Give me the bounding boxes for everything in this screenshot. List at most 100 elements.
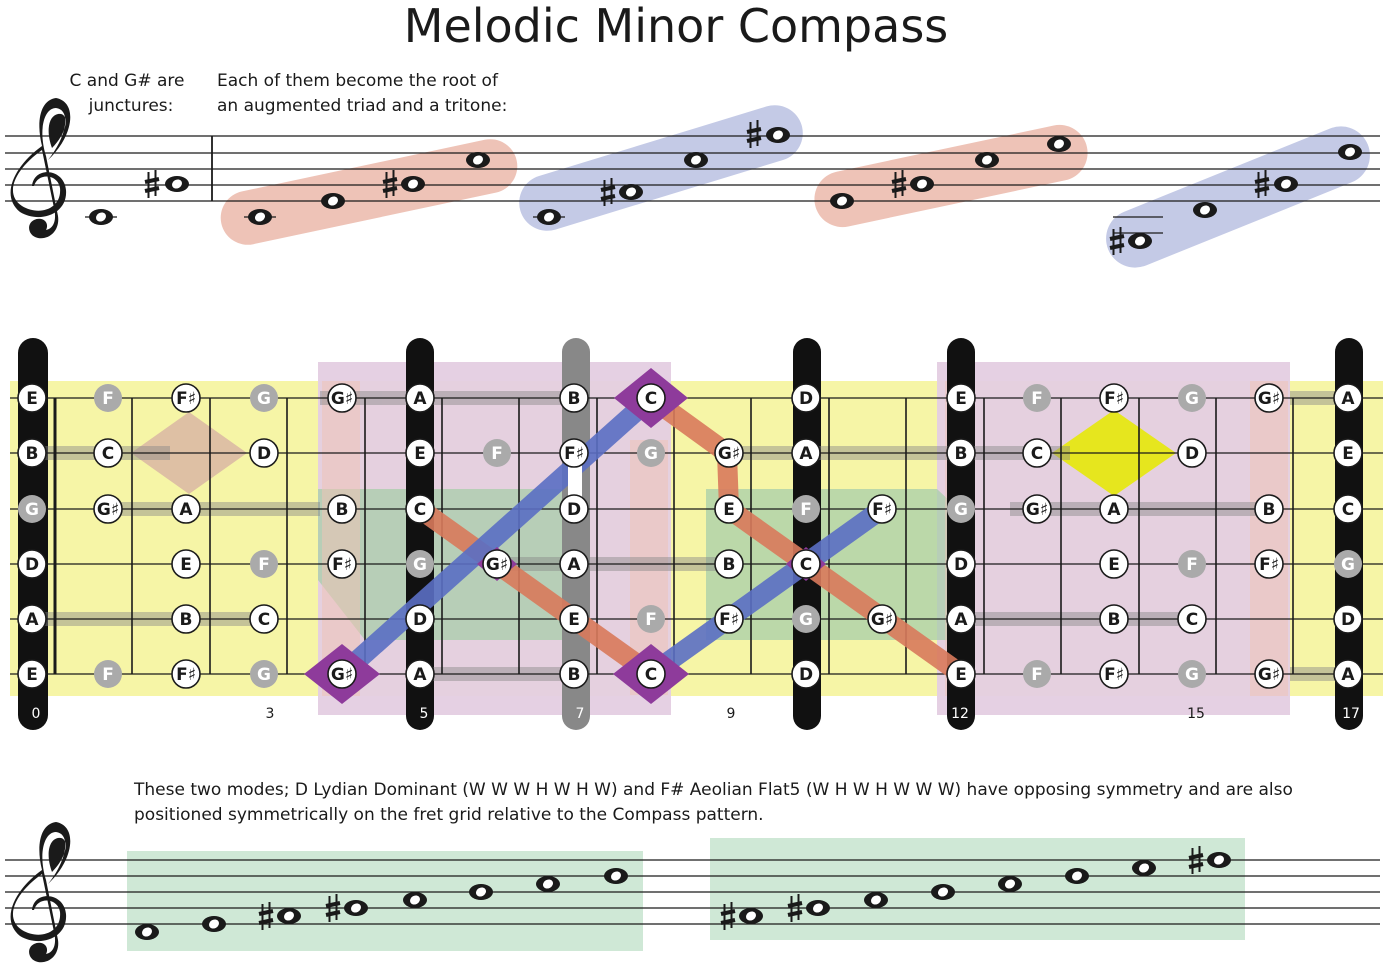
fret-note-label: F♯ bbox=[1104, 665, 1124, 685]
fret-note-label: A bbox=[799, 444, 813, 464]
fret-note: E bbox=[946, 383, 976, 413]
fret-note: G♯ bbox=[1254, 383, 1284, 413]
fret-note: C bbox=[93, 438, 123, 468]
fret-note: F bbox=[637, 605, 665, 633]
fret-note: G♯ bbox=[93, 494, 123, 524]
fret-note-label: C bbox=[102, 444, 114, 464]
fret-note-circle bbox=[1099, 604, 1129, 634]
fret-note-label: D bbox=[1185, 444, 1199, 464]
fret-note: G bbox=[250, 660, 278, 688]
fret-note-circle bbox=[559, 549, 589, 579]
fret-note: G bbox=[18, 495, 46, 523]
fret-note: C bbox=[636, 383, 666, 413]
fret-note-label: G bbox=[799, 610, 813, 630]
fret-note-label: D bbox=[799, 389, 813, 409]
fret-note: G♯ bbox=[1254, 659, 1284, 689]
fret-note: E bbox=[559, 604, 589, 634]
fret-note: A bbox=[559, 549, 589, 579]
fret-note-circle bbox=[18, 495, 46, 523]
fret-note-label: A bbox=[567, 555, 581, 575]
fret-note-label: E bbox=[26, 665, 38, 685]
fret-note-label: G♯ bbox=[1026, 500, 1048, 520]
fret-note-label: F bbox=[102, 389, 114, 409]
fret-note: C bbox=[636, 659, 666, 689]
fret-note-label: B bbox=[26, 444, 39, 464]
fret-note-circle bbox=[482, 549, 512, 579]
fret-note-circle bbox=[1333, 659, 1363, 689]
fret-note-label: C bbox=[800, 555, 812, 575]
fret-note-label: G bbox=[1341, 555, 1355, 575]
fret-note: E bbox=[714, 494, 744, 524]
fretboard-notes: E F F♯ G G♯ A B C D E F F♯ G G♯ A B C D E F F♯ G G♯ A B C D E G G♯ A B C… bbox=[17, 383, 1363, 689]
tritone-band-gsharp bbox=[1106, 126, 1370, 268]
fret-note-circle bbox=[792, 605, 820, 633]
fret-note-circle bbox=[327, 383, 357, 413]
junctures-caption-line2: junctures: bbox=[88, 96, 174, 116]
fret-note-label: F bbox=[491, 444, 503, 464]
fret-note-label: C bbox=[1186, 610, 1198, 630]
fret-note-circle bbox=[559, 604, 589, 634]
fret-note: A bbox=[1333, 659, 1363, 689]
treble-clef-icon bbox=[10, 98, 71, 239]
fret-note-label: G bbox=[1185, 389, 1199, 409]
fret-note-label: F♯ bbox=[176, 665, 196, 685]
fret-note: B bbox=[946, 438, 976, 468]
fret-note-label: F♯ bbox=[332, 555, 352, 575]
fret-note-circle bbox=[947, 495, 975, 523]
fret-note: G bbox=[792, 605, 820, 633]
fret-note: F bbox=[792, 495, 820, 523]
fret-note-circle bbox=[171, 659, 201, 689]
fret-note: G bbox=[1178, 384, 1206, 412]
fret-note-label: E bbox=[723, 500, 735, 520]
fret-note-label: D bbox=[567, 500, 581, 520]
fret-note-circle bbox=[791, 383, 821, 413]
bottom-staff bbox=[5, 822, 1380, 963]
fret-note: B bbox=[714, 549, 744, 579]
fret-note-label: G♯ bbox=[486, 555, 508, 575]
fret-note: B bbox=[327, 494, 357, 524]
fret-number: 0 bbox=[32, 706, 41, 722]
fret-note-label: F♯ bbox=[176, 389, 196, 409]
fret-note-circle bbox=[93, 494, 123, 524]
fret-note: G bbox=[1334, 550, 1362, 578]
fret-note-circle bbox=[327, 659, 357, 689]
fret-note-circle bbox=[1099, 494, 1129, 524]
fret-note-label: F♯ bbox=[872, 500, 892, 520]
fret-note-circle bbox=[17, 549, 47, 579]
fret-note-label: F bbox=[645, 610, 657, 630]
fret-note: B bbox=[559, 659, 589, 689]
fret-note-label: E bbox=[414, 444, 426, 464]
fret-note-circle bbox=[17, 659, 47, 689]
fret-note-circle bbox=[791, 549, 821, 579]
fret-note-label: G bbox=[644, 444, 658, 464]
fret-note-circle bbox=[1254, 659, 1284, 689]
fret-note: F♯ bbox=[714, 604, 744, 634]
fret-note: F♯ bbox=[559, 438, 589, 468]
fret-note-circle bbox=[946, 383, 976, 413]
augmented-band-c bbox=[220, 139, 518, 245]
fret-note: A bbox=[405, 383, 435, 413]
fret-note: D bbox=[791, 383, 821, 413]
fret-note-label: G bbox=[25, 500, 39, 520]
fret-note-circle bbox=[867, 604, 897, 634]
fret-note-circle bbox=[405, 604, 435, 634]
fret-note-circle bbox=[250, 660, 278, 688]
fret-note: B bbox=[559, 383, 589, 413]
fret-note: E bbox=[17, 659, 47, 689]
fret-note: F bbox=[1178, 550, 1206, 578]
fret-note: G bbox=[947, 495, 975, 523]
fret-note-label: B bbox=[1108, 610, 1121, 630]
fret-note-circle bbox=[171, 383, 201, 413]
modes-caption-line2: positioned symmetrically on the fret gri… bbox=[134, 805, 764, 825]
fret-note: E bbox=[1099, 549, 1129, 579]
fret-note: D bbox=[791, 659, 821, 689]
fret-note-circle bbox=[946, 549, 976, 579]
fret-note-circle bbox=[94, 384, 122, 412]
fret-note-label: F bbox=[102, 665, 114, 685]
fret-note-label: F bbox=[1031, 665, 1043, 685]
fret-note-circle bbox=[1333, 383, 1363, 413]
fret-number: 12 bbox=[951, 706, 969, 722]
fret-note-label: E bbox=[1108, 555, 1120, 575]
